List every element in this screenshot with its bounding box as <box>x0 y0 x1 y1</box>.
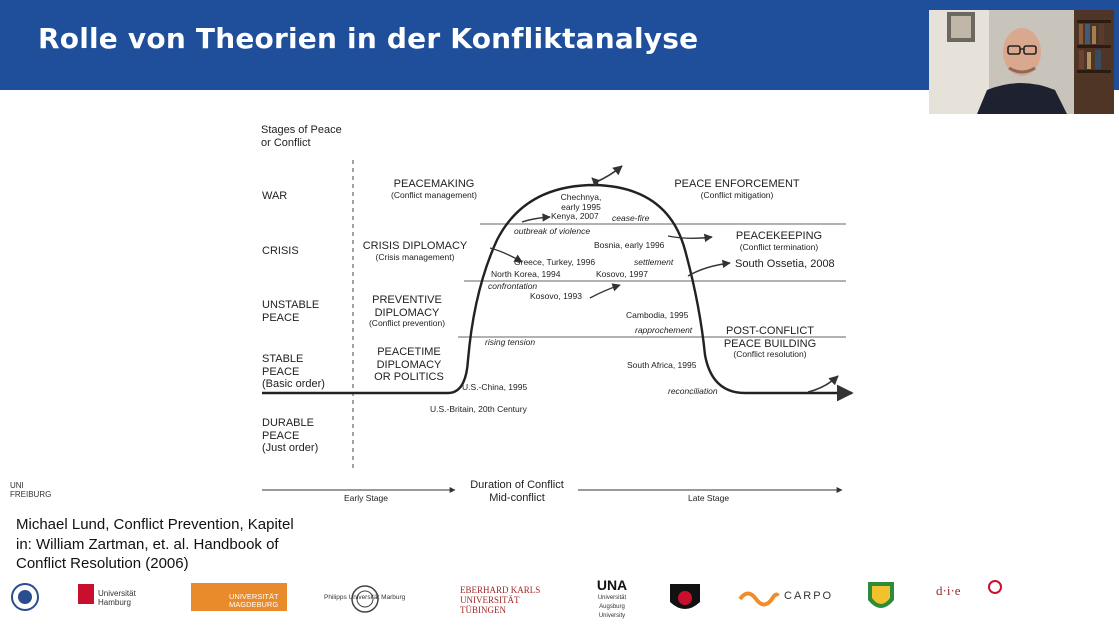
phase-cease-fire: cease-fire <box>612 213 650 223</box>
escalation-arrow <box>595 165 623 183</box>
peacetime-diplomacy-label: PEACETIME DIPLOMACY OR POLITICS <box>374 346 444 384</box>
logo-uni-tuebingen: EBERHARD KARLS UNIVERSITÄT TÜBINGEN <box>460 585 541 615</box>
arrow-peacekeeping <box>667 233 713 243</box>
peacemaking-label: PEACEMAKING (Conflict management) <box>391 178 477 200</box>
example-chechnya: Chechnya, early 1995 <box>560 192 602 212</box>
logo-uni-hamburg: Universität Hamburg <box>78 584 136 607</box>
logo-uni-freiburg: UNI FREIBURG <box>10 481 51 619</box>
logo-die: d·i·e <box>936 583 961 598</box>
stage-war: WAR <box>262 190 288 202</box>
logo-shield <box>866 580 896 619</box>
peacekeeping-label: PEACEKEEPING (Conflict termination) <box>735 230 823 252</box>
phase-confrontation: confrontation <box>488 281 538 291</box>
logo-uni-augsburg: UNA Universität Augsburg University <box>596 577 628 619</box>
x-axis-early-stage: Early Stage <box>344 493 388 503</box>
stage-crisis: CRISIS <box>262 245 299 257</box>
arrow-post-conflict <box>807 375 839 393</box>
slide-title: Rolle von Theorien in der Konfliktanalys… <box>38 22 699 55</box>
partner-logos: UNI FREIBURG Universität Hamburg UNIVERS… <box>0 481 1119 628</box>
y-axis-title: Stages of Peace or Conflict <box>261 124 342 149</box>
example-south-africa: South Africa, 1995 <box>627 360 697 370</box>
phase-reconciliation: reconciliation <box>668 386 718 396</box>
example-kenya: Kenya, 2007 <box>551 211 599 221</box>
crisis-diplomacy-label: CRISIS DIPLOMACY (Crisis management) <box>362 240 468 262</box>
logo-university-seal <box>668 582 702 619</box>
citation: Michael Lund, Conflict Prevention, Kapit… <box>16 516 294 572</box>
example-kosovo-1997: Kosovo, 1997 <box>596 269 648 279</box>
logo-uni-magdeburg: UNIVERSITÄT MAGDEBURG <box>191 583 287 611</box>
example-cambodia: Cambodia, 1995 <box>626 310 689 320</box>
presenter-video-frame <box>929 10 1114 114</box>
example-us-china: U.S.-China, 1995 <box>462 382 528 392</box>
arrow-greece <box>489 247 523 263</box>
post-conflict-label: POST-CONFLICT PEACE BUILDING (Conflict r… <box>723 325 817 360</box>
arrow-kosovo-1993 <box>589 283 621 299</box>
phase-outbreak-of-violence: outbreak of violence <box>514 226 591 236</box>
example-bosnia: Bosnia, early 1996 <box>594 240 665 250</box>
logo-carpo: CARPO <box>736 586 831 615</box>
phase-rising-tension: rising tension <box>485 337 536 347</box>
x-axis-title: Duration of Conflict Mid-conflict <box>470 479 564 504</box>
example-north-korea: North Korea, 1994 <box>491 269 561 279</box>
arrow-to-peacemaking-top <box>591 177 601 187</box>
example-greece-turkey: Greece, Turkey, 1996 <box>514 257 596 267</box>
logo-red-emblem <box>988 580 1002 597</box>
stage-durable-peace: DURABLE PEACE (Just order) <box>262 417 319 455</box>
stage-stable-peace: STABLE PEACE (Basic order) <box>262 353 325 391</box>
preventive-diplomacy-label: PREVENTIVE DIPLOMACY (Conflict preventio… <box>368 294 446 329</box>
example-kosovo-1993: Kosovo, 1993 <box>530 291 582 301</box>
phase-rapprochement: rapprochement <box>635 325 693 335</box>
peace-enforcement-label: PEACE ENFORCEMENT (Conflict mitigation) <box>674 178 800 200</box>
x-axis-late-stage: Late Stage <box>688 493 730 503</box>
example-us-britain: U.S.-Britain, 20th Century <box>430 404 527 414</box>
phase-settlement: settlement <box>634 257 674 267</box>
stage-unstable-peace: UNSTABLE PEACE <box>262 299 320 324</box>
webcam-video <box>929 10 1114 114</box>
arrow-south-ossetia <box>687 259 731 277</box>
arrow-kenya <box>521 213 551 223</box>
example-south-ossetia: South Ossetia, 2008 <box>735 258 835 270</box>
